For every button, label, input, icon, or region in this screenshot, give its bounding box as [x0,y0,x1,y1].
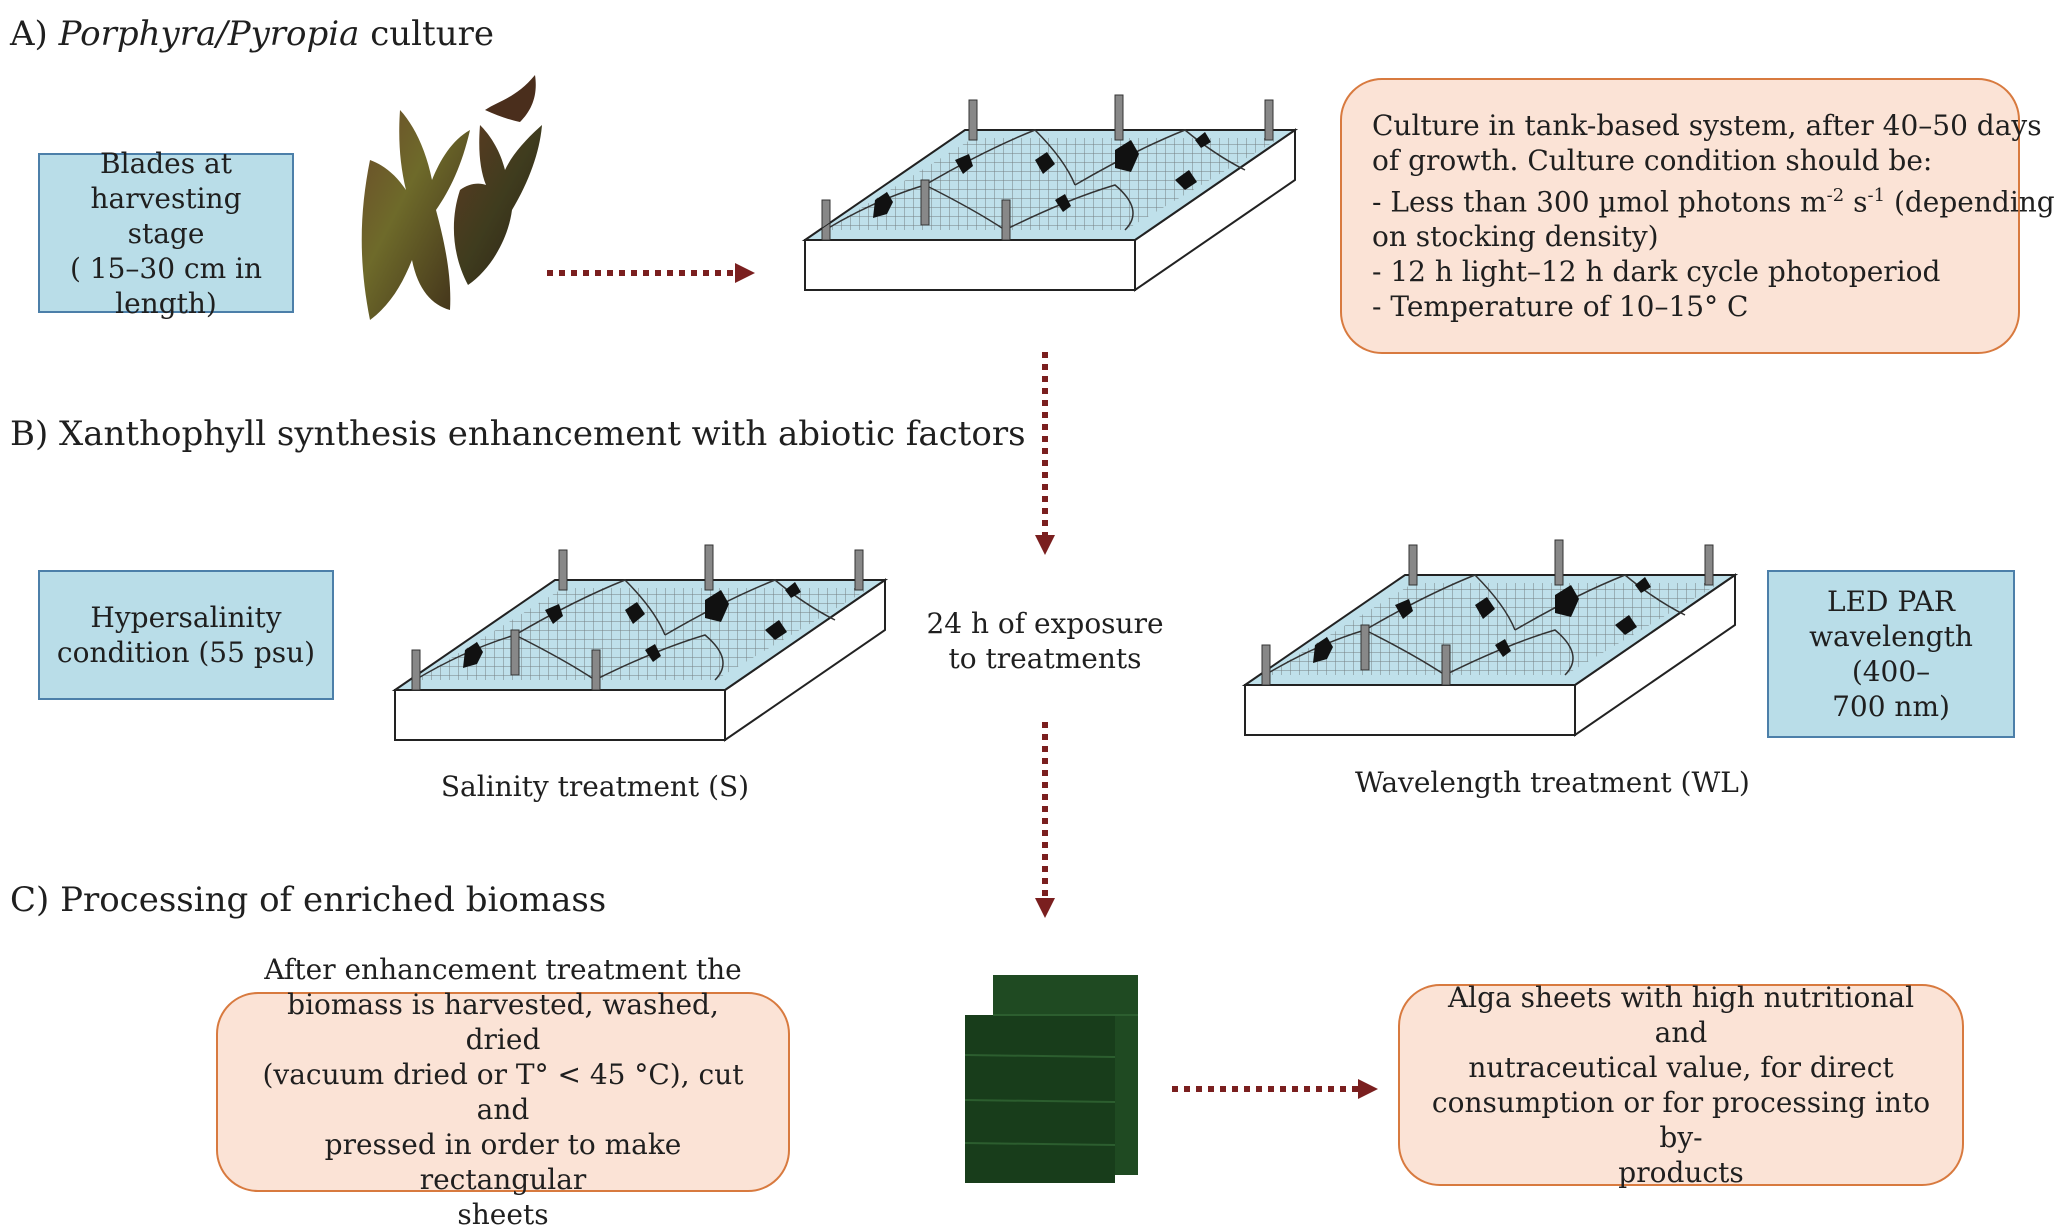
salinity-tank-illustration [391,544,889,742]
section-a-heading: A) Porphyra/Pyropia culture [10,14,494,54]
blades-box: Blades at harvesting stage ( 15–30 cm in… [38,147,294,320]
arrow-to-alga-sheets [1172,1079,1378,1099]
arrow-to-tank [547,263,755,283]
alga-sheets-box: Alga sheets with high nutritional and nu… [1398,981,1964,1189]
wavelength-tank-illustration [1241,539,1739,737]
wavelength-treatment-caption: Wavelength treatment (WL) [1355,766,1750,799]
culture-conditions-box: Culture in tank-based system, after 40–5… [1340,78,2055,354]
arrow-down-1 [1035,352,1055,555]
hypersalinity-box: Hypersalinity condition (55 psu) [38,570,334,700]
seaweed-blades-icon [361,75,542,320]
after-enhancement-box: After enhancement treatment the biomass … [216,953,790,1231]
exposure-label: 24 h of exposure to treatments [926,607,1164,675]
arrow-down-2 [1035,722,1055,918]
section-c-heading: C) Processing of enriched biomass [10,880,607,920]
alga-sheets-icon [964,975,1138,1183]
section-b-heading: B) Xanthophyll synthesis enhancement wit… [10,414,1026,454]
led-par-box: LED PAR wavelength (400– 700 nm) [1767,570,2015,738]
salinity-treatment-caption: Salinity treatment (S) [440,770,750,803]
culture-tank-illustration [801,94,1299,292]
